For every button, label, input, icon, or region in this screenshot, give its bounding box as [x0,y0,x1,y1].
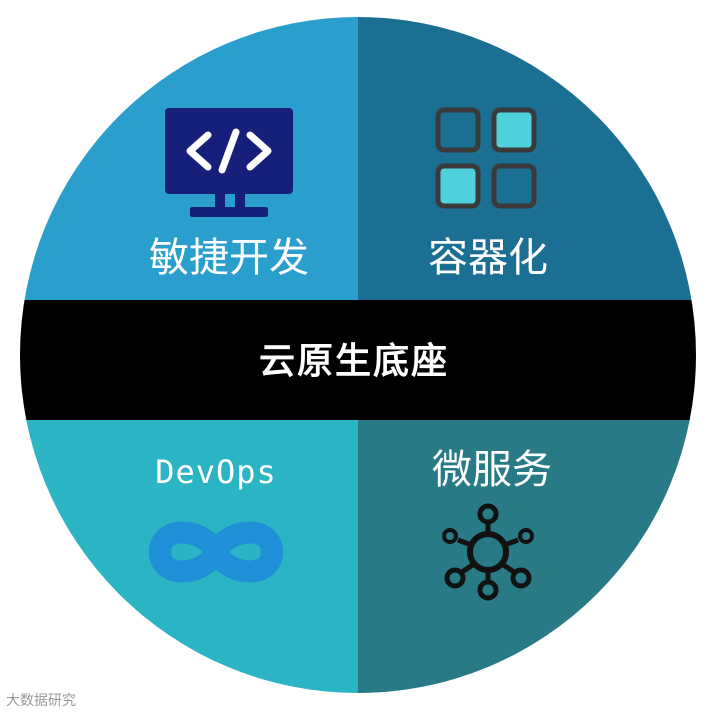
quadrant-label-agile-dev: 敏捷开发 [149,235,309,281]
infinity-icon [148,521,284,583]
center-band [20,300,696,420]
grid-blocks-icon [435,107,537,209]
quadrant-label-containerization: 容器化 [428,235,548,281]
quadrant-label-devops: DevOps [155,453,277,491]
network-hub-icon [442,503,534,601]
code-monitor-icon [165,108,293,217]
watermark: 大数据研究 [6,693,76,709]
center-label: 云原生底座 [259,341,449,382]
quadrant-label-microservices: 微服务 [432,447,552,493]
